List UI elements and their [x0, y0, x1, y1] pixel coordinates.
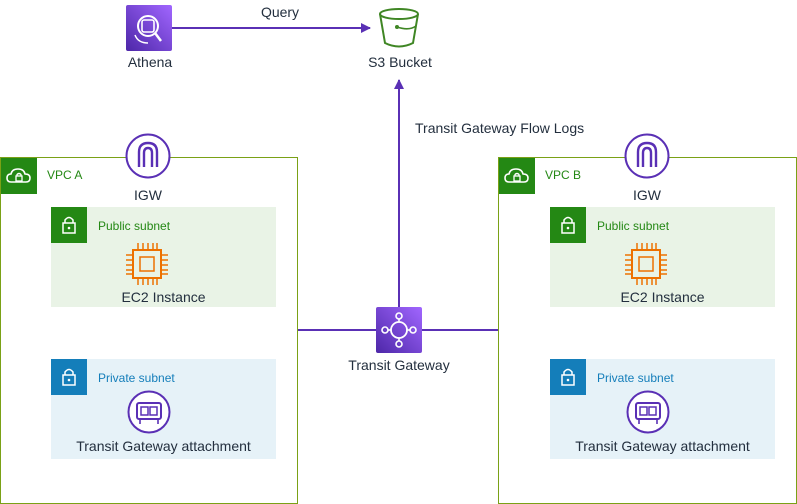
vpc-title: VPC A: [47, 168, 83, 182]
query-label: Query: [260, 4, 300, 20]
tgw-attachment-icon[interactable]: [625, 389, 671, 435]
vpc-cloud-icon: [499, 158, 535, 194]
ec2-chip-icon[interactable]: [623, 241, 669, 287]
lock-icon: [550, 207, 586, 243]
lock-icon: [51, 207, 87, 243]
igw-a-label: IGW: [134, 187, 162, 203]
vpc-title: VPC B: [545, 168, 582, 182]
ec2-label: EC2 Instance: [121, 289, 206, 305]
lock-icon: [51, 359, 87, 395]
public-subnet-title: Public subnet: [597, 219, 670, 233]
tgw-attachment-label: Transit Gateway attachment: [76, 438, 251, 454]
vpc-cloud-icon: [1, 158, 37, 194]
tgw-attachment-icon[interactable]: [126, 389, 172, 435]
private-subnet-title: Private subnet: [597, 371, 674, 385]
ec2-chip-icon[interactable]: [124, 241, 170, 287]
lock-icon: [550, 359, 586, 395]
tgw-attachment-label: Transit Gateway attachment: [575, 438, 750, 454]
public-subnet-a: Public subnet EC2 Instance: [51, 207, 276, 307]
igw-a-icon[interactable]: [125, 133, 171, 179]
ec2-label: EC2 Instance: [620, 289, 705, 305]
private-subnet-b: Private subnet Transit Gateway attachmen…: [550, 359, 775, 459]
igw-b-icon[interactable]: [624, 133, 670, 179]
athena-label: Athena: [127, 54, 173, 70]
transit-gateway-label: Transit Gateway: [348, 357, 450, 373]
public-subnet-b: Public subnet EC2 Instance: [550, 207, 775, 307]
private-subnet-a: Private subnet Transit Gateway attachmen…: [51, 359, 276, 459]
s3-bucket-icon: [379, 8, 419, 48]
private-subnet-title: Private subnet: [98, 371, 175, 385]
athena-icon: [126, 5, 172, 51]
s3-bucket-label: S3 Bucket: [368, 54, 432, 70]
public-subnet-title: Public subnet: [98, 219, 171, 233]
transit-gateway-service[interactable]: [376, 307, 422, 353]
s3-bucket-service[interactable]: [375, 5, 423, 51]
athena-service[interactable]: [126, 5, 172, 51]
igw-b-label: IGW: [633, 187, 661, 203]
transit-gateway-icon: [376, 307, 422, 353]
flow-logs-label: Transit Gateway Flow Logs: [415, 120, 585, 136]
